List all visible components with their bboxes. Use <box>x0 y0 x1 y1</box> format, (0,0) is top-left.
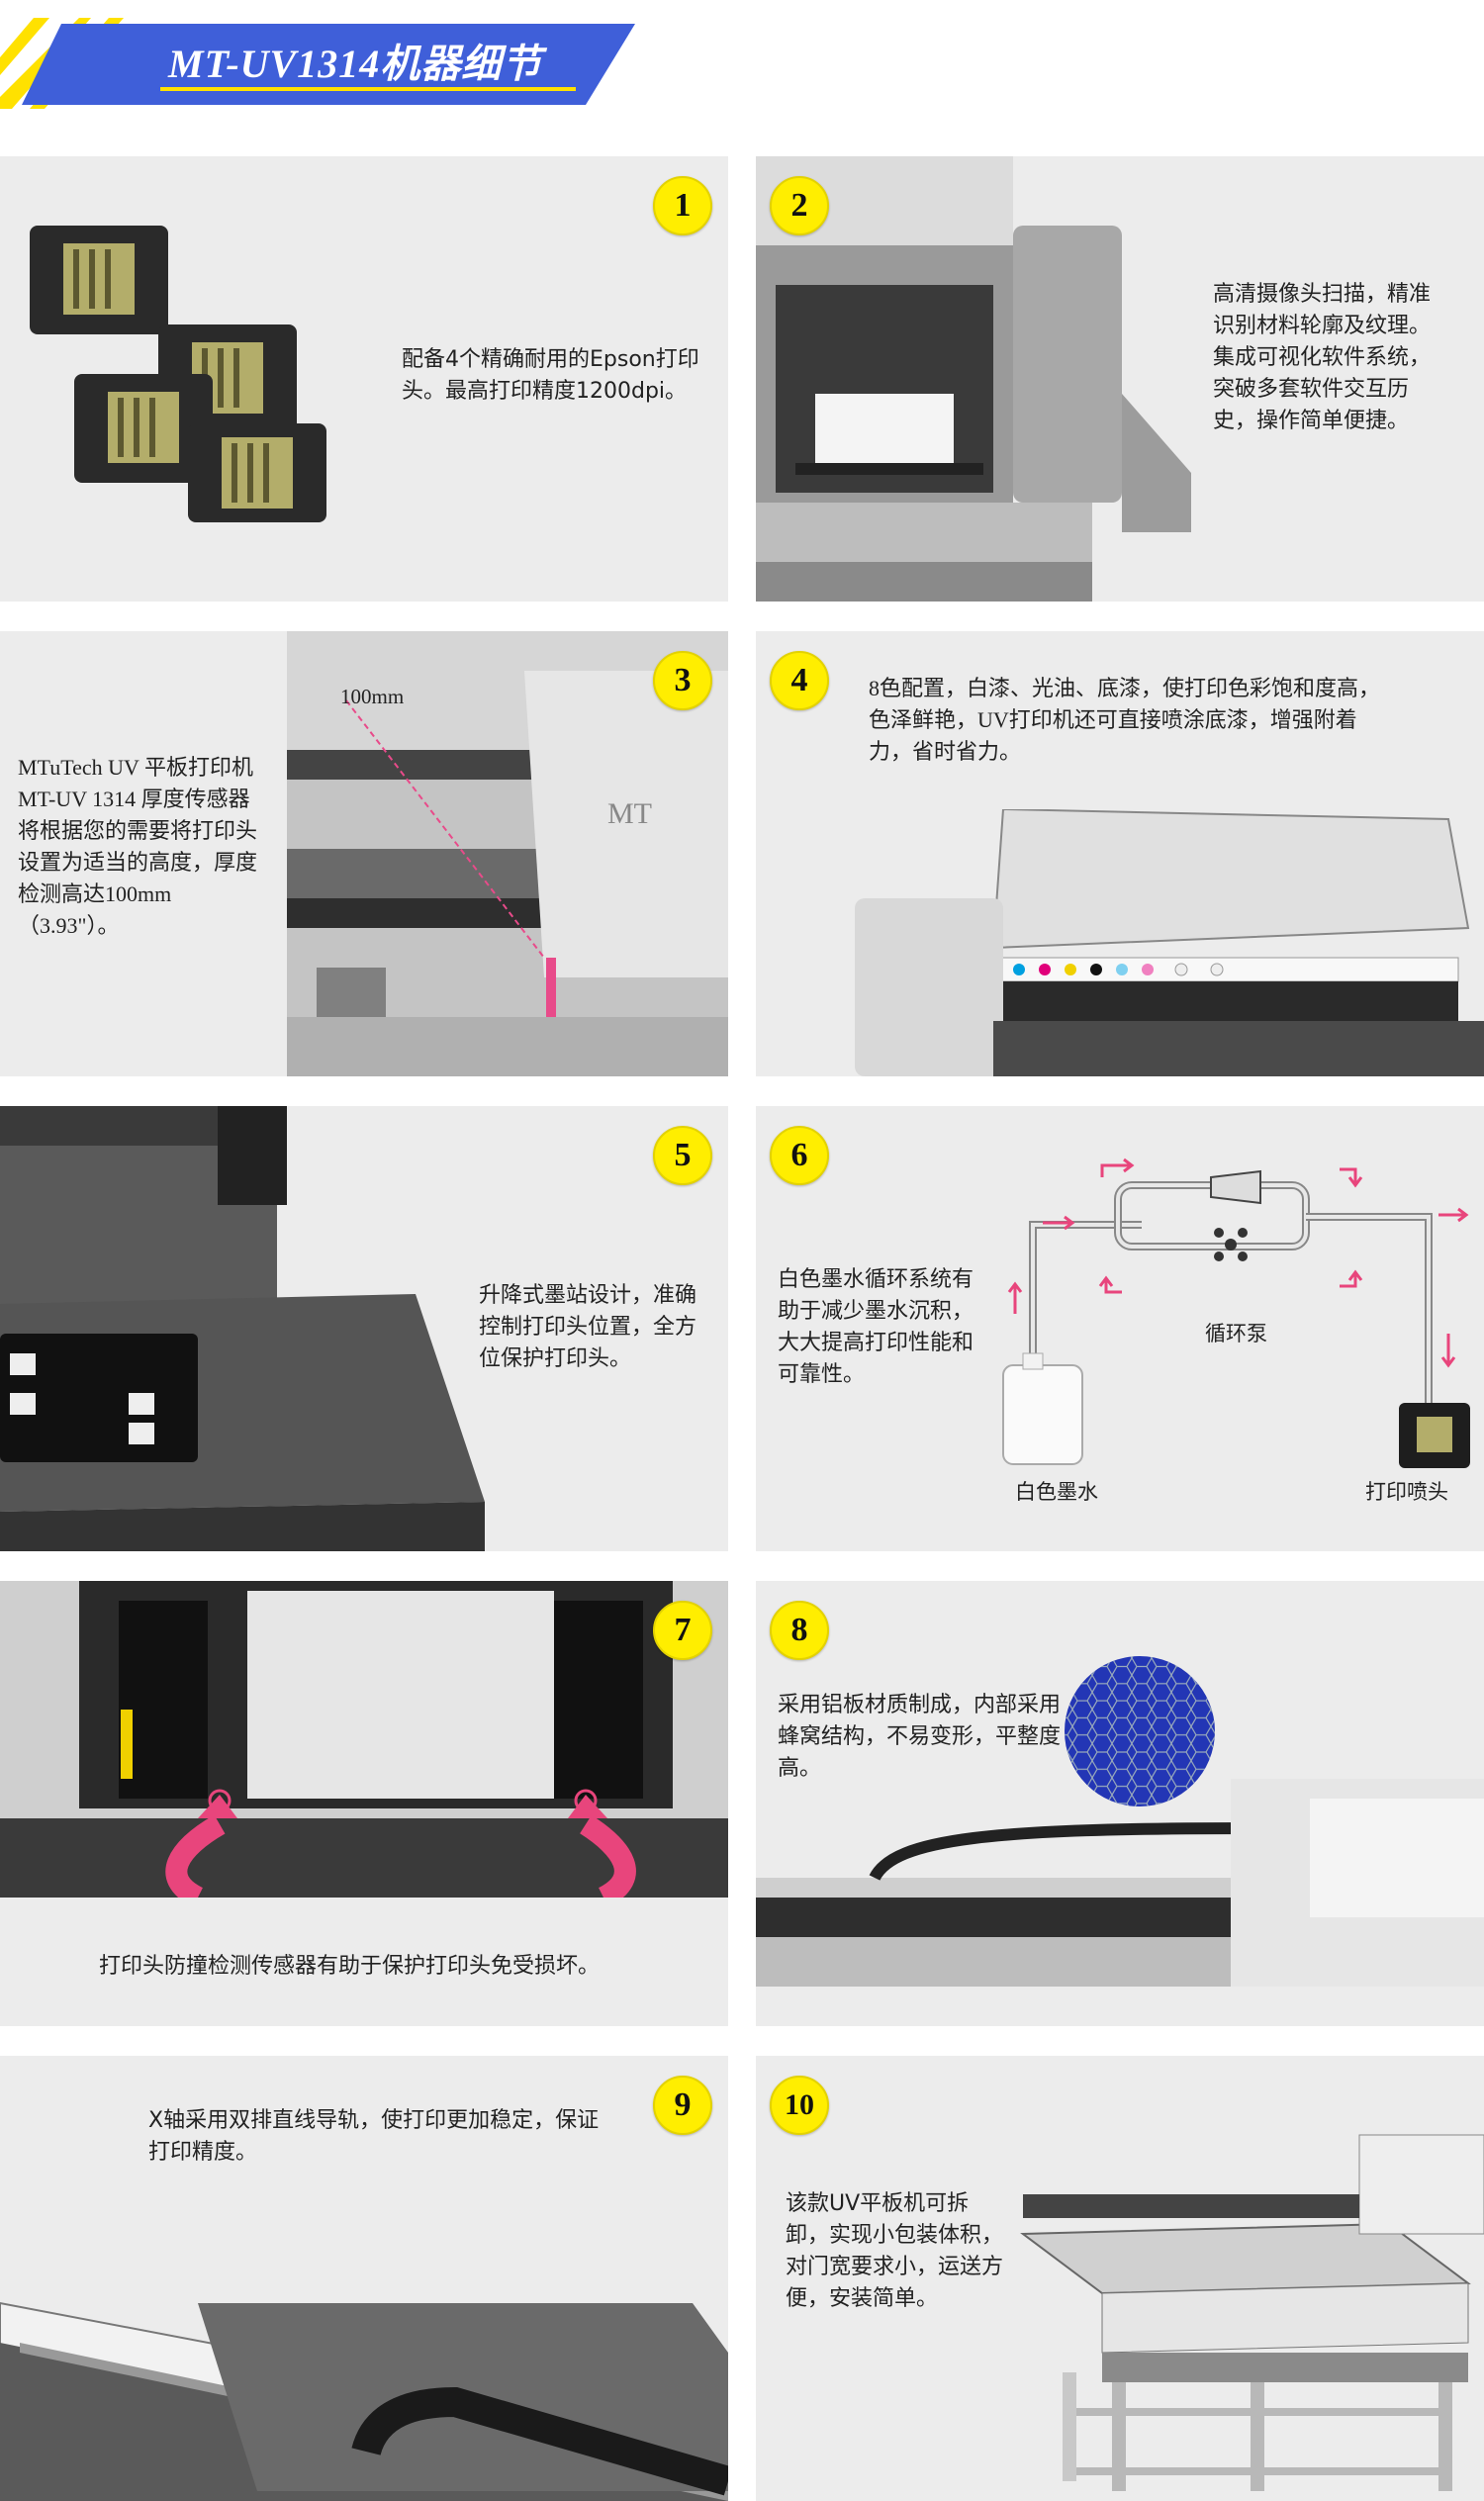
number-badge-4: 4 <box>770 651 829 710</box>
white-ink-label: 白色墨水 <box>1015 1480 1098 1504</box>
print-head-label: 打印喷头 <box>1365 1480 1448 1504</box>
page-title: MT-UV1314机器细节 <box>168 42 543 86</box>
header-banner <box>22 24 635 105</box>
number-badge-1: 1 <box>653 176 712 235</box>
panel-10: 该款UV平板机可拆卸，实现小包装体积，对门宽要求小，运送方便，安装简单。 10 <box>756 2056 1484 2501</box>
panel-4: 8色配置，白漆、光油、底漆，使打印色彩饱和度高，色泽鲜艳，UV打印机还可直接喷涂… <box>756 631 1484 1076</box>
panel-5: 升降式墨站设计，准确控制打印头位置，全方位保护打印头。 5 <box>0 1106 728 1551</box>
number-badge-5: 5 <box>653 1126 712 1185</box>
ink-system-image <box>855 809 1484 1076</box>
honeycomb-table-image <box>756 1656 1484 1987</box>
ink-station-image <box>0 1106 485 1551</box>
machine-logo: MT <box>607 797 652 830</box>
panel-1: 配备4个精确耐用的Epson打印头。最高打印精度1200dpi。 1 <box>0 156 728 602</box>
number-badge-8: 8 <box>770 1601 829 1660</box>
panel-4-text: 8色配置，白漆、光油、底漆，使打印色彩饱和度高，色泽鲜艳，UV打印机还可直接喷涂… <box>869 676 1381 764</box>
pump-label: 循环泵 <box>1205 1322 1267 1345</box>
panel-9-text: X轴采用双排直线导轨，使打印更加稳定，保证打印精度。 <box>148 2108 600 2165</box>
printhead-images <box>30 226 326 522</box>
panel-3-text: MTuTech UV 平板打印机 MT-UV 1314 厚度传感器将根据您的需要… <box>18 755 258 938</box>
panel-1-text: 配备4个精确耐用的Epson打印头。最高打印精度1200dpi。 <box>402 347 699 404</box>
panel-6-text: 白色墨水循环系统有助于减少墨水沉积，大大提高打印性能和可靠性。 <box>778 1267 974 1387</box>
panel-9: X轴采用双排直线导轨，使打印更加稳定，保证打印精度。 9 <box>0 2056 728 2501</box>
number-badge-2: 2 <box>770 176 829 235</box>
number-badge-6: 6 <box>770 1126 829 1185</box>
thickness-sensor-image <box>287 631 728 1076</box>
panel-6: 循环泵 白色墨水 打印喷头 白色墨水循环系统有助于减少墨水沉积，大大提高打印性能… <box>756 1106 1484 1551</box>
panel-5-text: 升降式墨站设计，准确控制打印头位置，全方位保护打印头。 <box>479 1283 697 1371</box>
number-badge-3: 3 <box>653 651 712 710</box>
anti-collision-image <box>0 1581 728 1898</box>
number-badge-7: 7 <box>653 1601 712 1660</box>
panel-3: 100mm MT MTuTech UV 平板打印机 MT-UV 1314 厚度传… <box>0 631 728 1076</box>
circulation-diagram <box>1002 1158 1470 1468</box>
number-badge-10: 10 <box>770 2076 829 2135</box>
camera-machine-image <box>756 156 1191 602</box>
panel-2-text: 高清摄像头扫描，精准识别材料轮廓及纹理。集成可视化软件系统，突破多套软件交互历史… <box>1213 282 1432 433</box>
panel-7-text: 打印头防撞检测传感器有助于保护打印头免受损坏。 <box>99 1954 601 1979</box>
panel-2: 高清摄像头扫描，精准识别材料轮廓及纹理。集成可视化软件系统，突破多套软件交互历史… <box>756 156 1484 602</box>
number-badge-9: 9 <box>653 2076 712 2135</box>
full-machine-image <box>1020 2134 1484 2491</box>
linear-guide-image <box>0 2301 728 2501</box>
panel-7: 打印头防撞检测传感器有助于保护打印头免受损坏。 7 <box>0 1581 728 2026</box>
measure-label: 100mm <box>340 685 405 708</box>
panel-10-text: 该款UV平板机可拆卸，实现小包装体积，对门宽要求小，运送方便，安装简单。 <box>786 2191 1004 2311</box>
panel-8: 采用铝板材质制成，内部采用蜂窝结构，不易变形，平整度高。 8 <box>756 1581 1484 2026</box>
panel-8-text: 采用铝板材质制成，内部采用蜂窝结构，不易变形，平整度高。 <box>778 1693 1062 1781</box>
